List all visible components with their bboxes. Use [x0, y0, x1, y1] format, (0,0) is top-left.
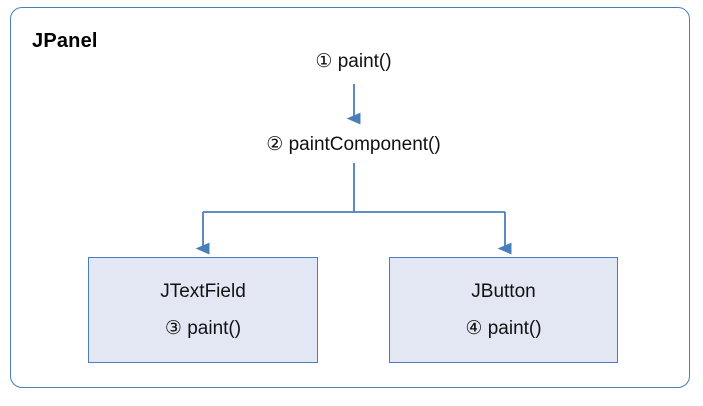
jbutton-box: JButton ④ paint() [389, 257, 618, 363]
jpanel-frame [10, 7, 690, 388]
jbutton-title: JButton [471, 280, 536, 302]
jtextfield-box: JTextField ③ paint() [88, 257, 318, 363]
paint-call-label: ① paint() [315, 51, 392, 72]
jpanel-title: JPanel [32, 30, 98, 52]
jbutton-method: ④ paint() [465, 317, 542, 339]
paint-component-call-label: ② paintComponent() [266, 134, 441, 155]
jtextfield-title: JTextField [160, 280, 246, 302]
jtextfield-method: ③ paint() [164, 317, 242, 339]
